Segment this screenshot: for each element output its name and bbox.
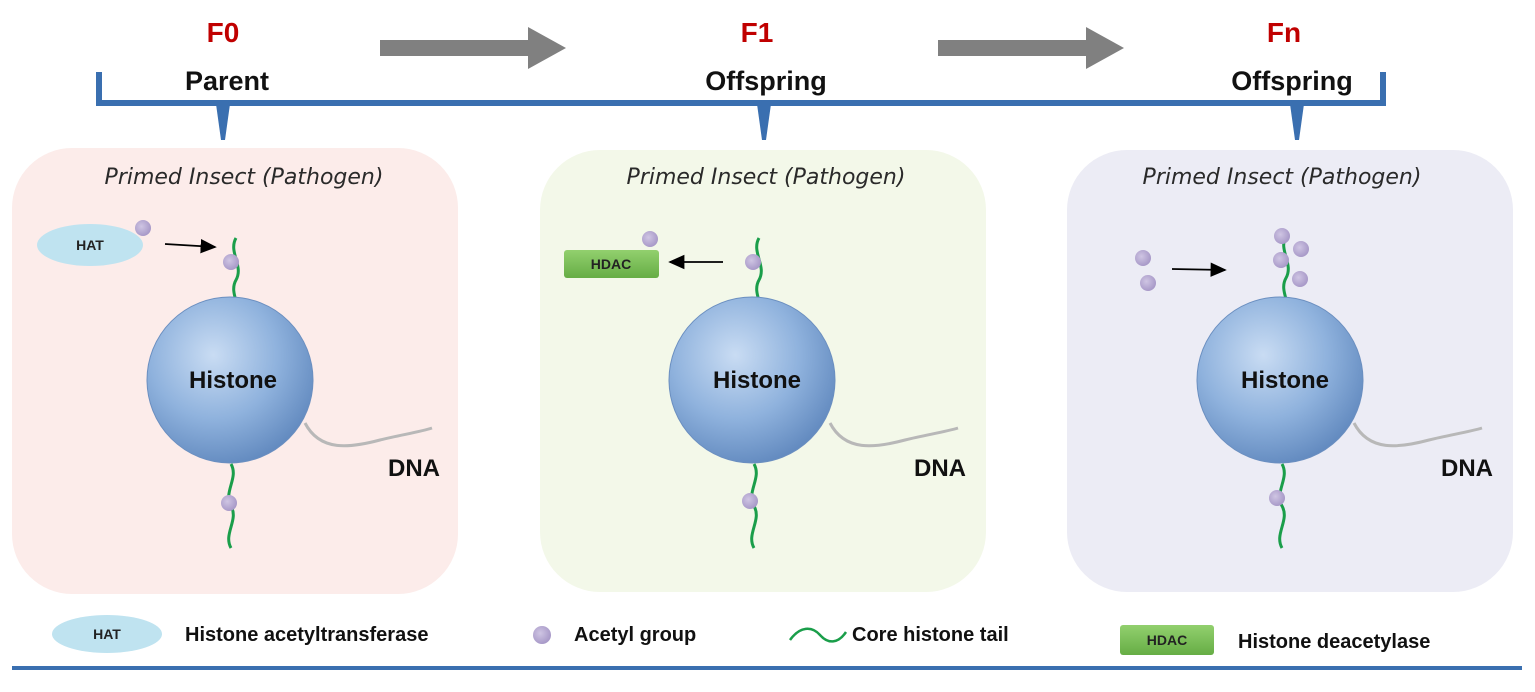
generation-role-f0: Parent bbox=[185, 66, 269, 96]
generation-label-f1: F1 bbox=[741, 17, 774, 48]
dna-label: DNA bbox=[1441, 455, 1493, 482]
histone-label: Histone bbox=[713, 367, 801, 394]
generation-label-f0: F0 bbox=[207, 17, 240, 48]
legend-hat-symbol bbox=[52, 615, 162, 653]
legend-hdac-text: Histone deacetylase bbox=[1238, 631, 1430, 653]
acetyl-group bbox=[221, 495, 237, 511]
timeline-bracket bbox=[96, 72, 1386, 140]
panel-fn: Histone DNA bbox=[1135, 228, 1493, 549]
histone-core bbox=[146, 296, 314, 464]
histone-core bbox=[1196, 296, 1364, 464]
hat-enzyme bbox=[37, 224, 143, 266]
generation-role-fn: Offspring bbox=[1231, 66, 1353, 96]
histone-core bbox=[668, 296, 836, 464]
hdac-enzyme-label: HDAC bbox=[591, 256, 631, 272]
acetyl-group bbox=[135, 220, 151, 236]
acetyl-group bbox=[223, 254, 239, 270]
panel-f1: HDAC Histone DNA bbox=[564, 231, 966, 549]
generation-arrow-f0-f1 bbox=[380, 27, 566, 69]
generation-label-fn: Fn bbox=[1267, 17, 1301, 48]
acetyl-group bbox=[1292, 271, 1308, 287]
legend-hat-symbol-label: HAT bbox=[93, 626, 121, 642]
acetyl-group bbox=[1269, 490, 1285, 506]
dna-strand bbox=[1352, 422, 1483, 448]
acetylation-arrow bbox=[164, 238, 217, 254]
legend-hdac-symbol bbox=[1120, 625, 1214, 655]
bottom-rule bbox=[12, 666, 1522, 670]
legend: HAT Histone acetyltransferase Acetyl gro… bbox=[52, 615, 1430, 655]
legend-hdac-symbol-label: HDAC bbox=[1147, 632, 1187, 648]
legend-acetyl-symbol bbox=[533, 626, 551, 644]
histone-label: Histone bbox=[1241, 367, 1329, 394]
acetyl-group bbox=[1293, 241, 1309, 257]
acetyl-group bbox=[1135, 250, 1151, 266]
acetylation-arrow bbox=[1171, 262, 1227, 277]
panel-f1-title: Primed Insect (Pathogen) bbox=[627, 165, 906, 190]
histone-label: Histone bbox=[189, 367, 277, 394]
hat-enzyme-label: HAT bbox=[76, 237, 104, 253]
dna-strand bbox=[828, 422, 959, 448]
acetyl-group bbox=[742, 493, 758, 509]
generation-arrow-f1-fn bbox=[938, 27, 1124, 69]
legend-acetyl-text: Acetyl group bbox=[574, 624, 696, 646]
panel-fn-title: Primed Insect (Pathogen) bbox=[1143, 165, 1422, 190]
panel-f0-title: Primed Insect (Pathogen) bbox=[105, 165, 384, 190]
dna-label: DNA bbox=[914, 455, 966, 482]
histone-tail-bottom bbox=[1278, 463, 1286, 549]
legend-hat-text: Histone acetyltransferase bbox=[185, 624, 428, 646]
panel-f0: HAT Histone DNA bbox=[37, 220, 440, 549]
hdac-enzyme bbox=[564, 250, 659, 278]
acetyl-group bbox=[642, 231, 658, 247]
dna-label: DNA bbox=[388, 455, 440, 482]
acetyl-group bbox=[1273, 252, 1289, 268]
generation-role-f1: Offspring bbox=[705, 66, 827, 96]
dna-strand bbox=[303, 422, 433, 448]
legend-tail-symbol bbox=[788, 627, 848, 643]
legend-tail-text: Core histone tail bbox=[852, 624, 1009, 646]
acetyl-group bbox=[1274, 228, 1290, 244]
acetyl-group bbox=[1140, 275, 1156, 291]
acetyl-group bbox=[745, 254, 761, 270]
